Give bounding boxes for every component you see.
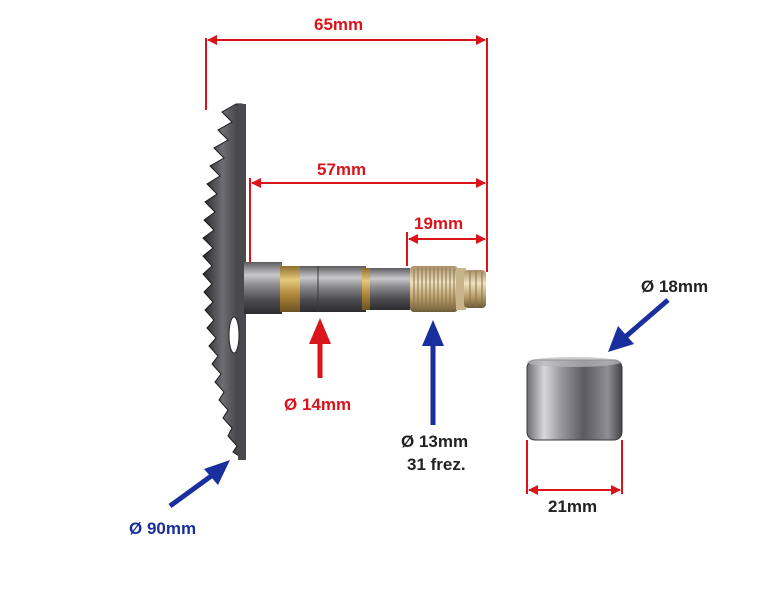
shaft-root: [244, 262, 282, 314]
shaft-tip: [464, 270, 486, 308]
shaft-end-groove: [456, 268, 466, 310]
arrow-13mm: [422, 320, 444, 346]
brass-ring-right: [362, 268, 372, 310]
shaft: [244, 262, 486, 314]
arrow-90mm: [204, 460, 230, 485]
pointer-arrows: [168, 298, 670, 509]
arrow-14mm: [309, 318, 331, 344]
dimension-19mm: 19mm: [414, 214, 464, 233]
gear-teeth: [202, 103, 243, 459]
brass-ring-left: [280, 266, 302, 312]
gear-hub-face: [238, 104, 246, 460]
spline-count: 31 frez.: [407, 455, 466, 474]
dimension-65mm: 65mm: [314, 15, 364, 34]
shaft-mid: [300, 266, 366, 312]
diameter-90mm: Ø 90mm: [129, 519, 197, 538]
spline-lines: [413, 268, 455, 310]
diameter-18mm: Ø 18mm: [641, 277, 709, 296]
shaft-neck: [370, 268, 410, 310]
gear-hole: [228, 316, 240, 354]
sleeve-body: [526, 359, 623, 441]
dimension-21mm: 21mm: [548, 497, 598, 516]
kick-start-gear: [202, 103, 246, 460]
arrow-18mm: [608, 326, 634, 352]
dimension-lines: [205, 35, 623, 495]
diameter-14mm: Ø 14mm: [284, 395, 352, 414]
bushing-sleeve: [526, 357, 623, 441]
diameter-13mm: Ø 13mm: [401, 432, 469, 451]
dimension-57mm: 57mm: [317, 160, 367, 179]
